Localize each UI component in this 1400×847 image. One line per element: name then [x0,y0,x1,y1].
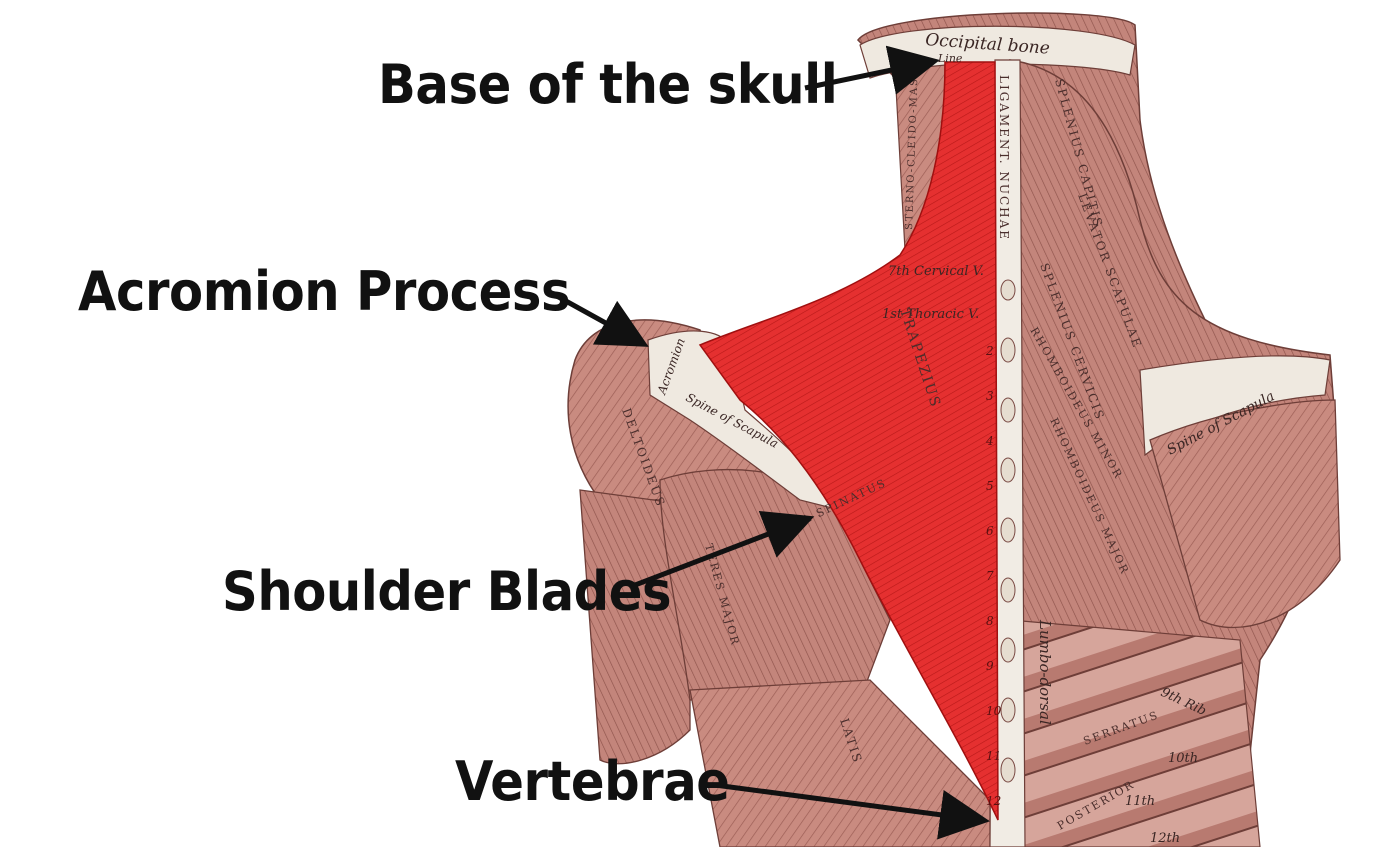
arrow-vertebrae [714,782,990,840]
label-rib-11: 11th [1125,794,1155,809]
trapezius-muscle [698,61,999,821]
label-rib-12: 12th [1150,831,1180,846]
vertebra-number: 2 [985,344,994,358]
vertebra-number: 12 [986,794,1001,808]
label-sterno-cleido-mastoid: STERNO-CLEIDO-MAS. [904,72,920,230]
right-deltoid [1149,399,1341,628]
vertebra-number: 7 [986,569,994,583]
arrow-acromion [553,292,649,347]
vertebral-bumps [1000,279,1016,783]
left-upper-arm [579,489,691,765]
label-line: Line [937,52,963,65]
vertebra-number: 10 [986,704,1002,718]
label-cervical-7: 7th Cervical V. [888,264,984,279]
vertebra-number: 4 [985,434,994,448]
vertebra-number: 5 [986,479,994,493]
label-thoracic-1: 1st Thoracic V. [882,307,979,322]
callout-vertebrae: Vertebrae [455,750,730,813]
arrow-skull [804,45,940,95]
callout-shoulder-blades: Shoulder Blades [222,560,672,623]
label-lumbo-dorsal: Lumbo-dorsal [1036,619,1054,725]
callout-base-of-skull: Base of the skull [378,53,838,116]
label-ligament-nuchae: LIGAMENT. NUCHAE [997,75,1011,241]
vertebra-number: 3 [986,389,994,403]
vertebra-number: 8 [986,614,994,628]
label-rib-10: 10th [1168,751,1198,766]
vertebra-number: 11 [986,749,1001,763]
vertebra-number: 9 [986,659,994,673]
arrow-shoulder-blades [634,510,815,588]
vertebra-number: 6 [986,524,994,538]
callout-acromion-process: Acromion Process [78,260,571,323]
